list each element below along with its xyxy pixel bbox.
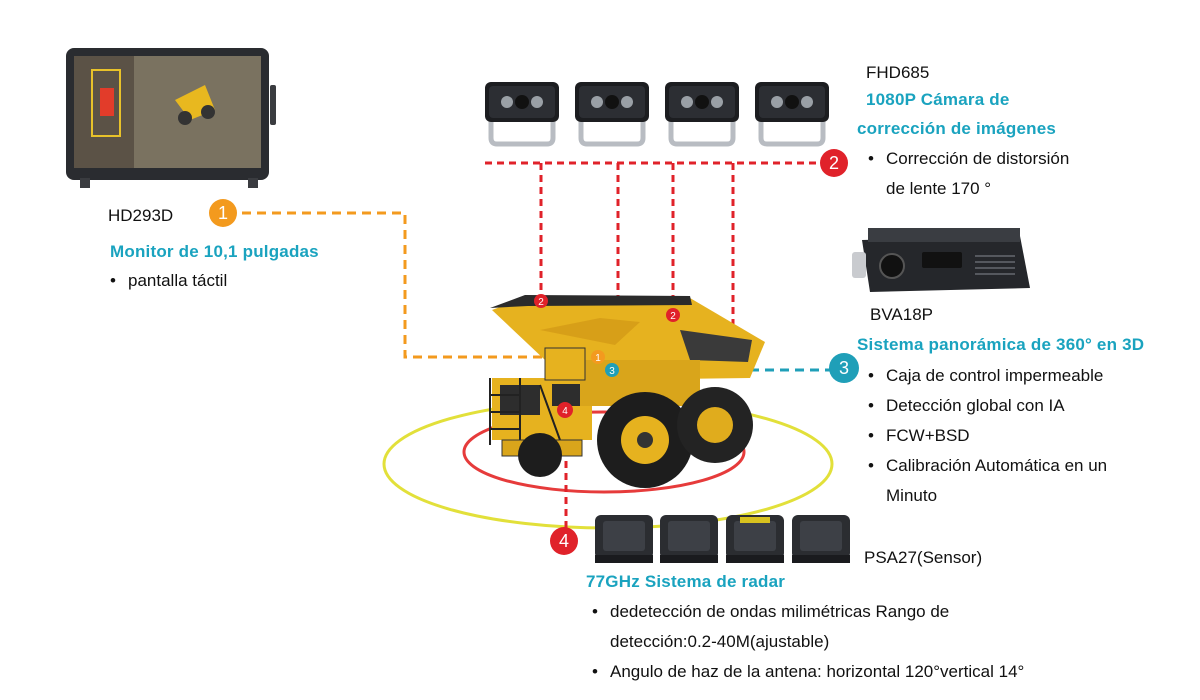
- camera-title-line1: 1080P Cámara de: [866, 90, 1010, 109]
- truck-marker-camera-1: 2: [538, 297, 544, 308]
- camera-title-line2: corrección de imágenes: [857, 119, 1057, 138]
- radar-feature-2: detección:0.2-40M(ajustable): [610, 632, 830, 651]
- radar-model: PSA27(Sensor): [864, 548, 983, 567]
- truck-marker-camera-2: 2: [670, 311, 676, 322]
- controlbox-feature-5: Minuto: [886, 486, 938, 505]
- controlbox-feature-4: Calibración Automática en un: [868, 451, 1107, 481]
- truck-marker-controlbox: 3: [609, 366, 615, 377]
- camera-feature-1: Corrección de distorsión: [868, 144, 1069, 174]
- camera-feature-2: de lente 170 °: [886, 179, 992, 198]
- monitor-number-badge: 1: [209, 199, 237, 227]
- camera-model: FHD685: [866, 63, 930, 82]
- truck-marker-monitor: 1: [595, 353, 601, 364]
- camera-devices: [485, 82, 829, 147]
- inner-detection-ellipse: [462, 410, 746, 494]
- controlbox-feature-3: FCW+BSD: [868, 421, 970, 451]
- monitor-model: HD293D: [108, 206, 174, 225]
- monitor-device: [66, 48, 276, 188]
- controlbox-device: [852, 228, 1030, 292]
- monitor-title: Monitor de 10,1 pulgadas: [110, 242, 319, 261]
- controlbox-number-badge: 3: [829, 353, 859, 383]
- radar-number-badge: 4: [550, 527, 578, 555]
- controlbox-title: Sistema panorámica de 360° en 3D: [857, 335, 1145, 354]
- truck-markers: 2 2 1 3 4: [534, 294, 680, 418]
- monitor-connector: [242, 211, 598, 359]
- controlbox-model: BVA18P: [870, 305, 934, 324]
- radar-sensors: [595, 515, 850, 563]
- controlbox-feature-2: Detección global con IA: [868, 391, 1065, 421]
- radar-feature-1: dedetección de ondas milimétricas Rango …: [592, 597, 949, 627]
- controlbox-feature-1: Caja de control impermeable: [868, 361, 1103, 391]
- camera-number-badge: 2: [820, 149, 848, 177]
- truck-marker-radar: 4: [562, 406, 568, 417]
- mining-truck: [489, 295, 765, 488]
- radar-title: 77GHz Sistema de radar: [586, 572, 786, 591]
- radar-feature-3: Angulo de haz de la antena: horizontal 1…: [592, 657, 1024, 687]
- monitor-feature-1: pantalla táctil: [110, 266, 227, 296]
